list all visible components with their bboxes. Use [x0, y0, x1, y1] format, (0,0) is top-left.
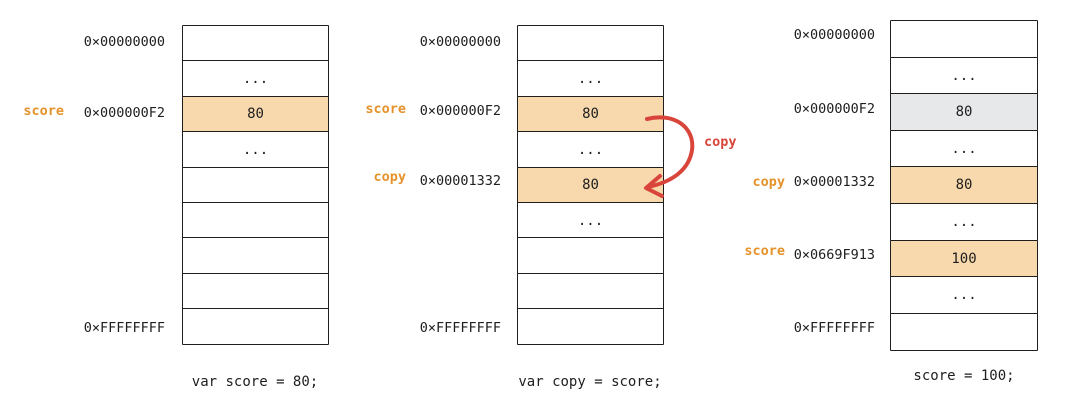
variable-name-label: score: [23, 102, 64, 119]
memory-cell: [890, 312, 1038, 351]
memory-address-label: 0×00000000: [83, 33, 165, 50]
memory-address-label: 0×FFFFFFFF: [793, 320, 875, 337]
memory-cell: ...: [517, 202, 664, 239]
memory-address-label: 0×000000F2: [419, 102, 501, 119]
memory-cell: 80: [890, 166, 1038, 205]
memory-address-label: 0×000000F2: [83, 104, 165, 121]
memory-address-label: 0×000000F2: [793, 100, 875, 117]
copy-arrow-label: copy: [704, 134, 737, 150]
memory-cell: ...: [890, 129, 1038, 168]
memory-cell: ...: [182, 60, 329, 98]
copy-arrow-head: [644, 174, 664, 198]
memory-address-label: 0×00001332: [793, 173, 875, 190]
memory-cell: 80: [517, 166, 664, 204]
memory-cell: ...: [890, 203, 1038, 242]
memory-address-label: 0×FFFFFFFF: [419, 319, 501, 336]
memory-cell: [890, 20, 1038, 59]
memory-cell: ...: [890, 276, 1038, 315]
variable-name-label: score: [744, 242, 785, 259]
code-caption: score = 100;: [913, 368, 1015, 384]
memory-address-label: 0×FFFFFFFF: [83, 319, 165, 336]
variable-name-label: copy: [752, 173, 785, 190]
memory-address-label: 0×00001332: [419, 173, 501, 190]
memory-address-label: 0×00000000: [419, 33, 501, 50]
memory-cell: [182, 25, 329, 62]
memory-address-label: 0×00000000: [793, 27, 875, 44]
memory-cell: ...: [890, 56, 1038, 95]
copy-arrow-curve: [645, 115, 695, 189]
variable-name-label: copy: [373, 169, 406, 186]
memory-cell: [517, 308, 664, 346]
code-caption: var score = 80;: [191, 374, 319, 390]
memory-cell: [182, 308, 329, 346]
memory-cell: 80: [517, 95, 664, 133]
variable-name-label: score: [365, 100, 406, 117]
memory-address-label: 0×0669F913: [793, 246, 875, 263]
memory-cell: 80: [182, 95, 329, 133]
memory-cell: 100: [890, 239, 1038, 278]
code-caption: var copy = score;: [518, 374, 662, 390]
memory-cell: 80: [890, 93, 1038, 132]
